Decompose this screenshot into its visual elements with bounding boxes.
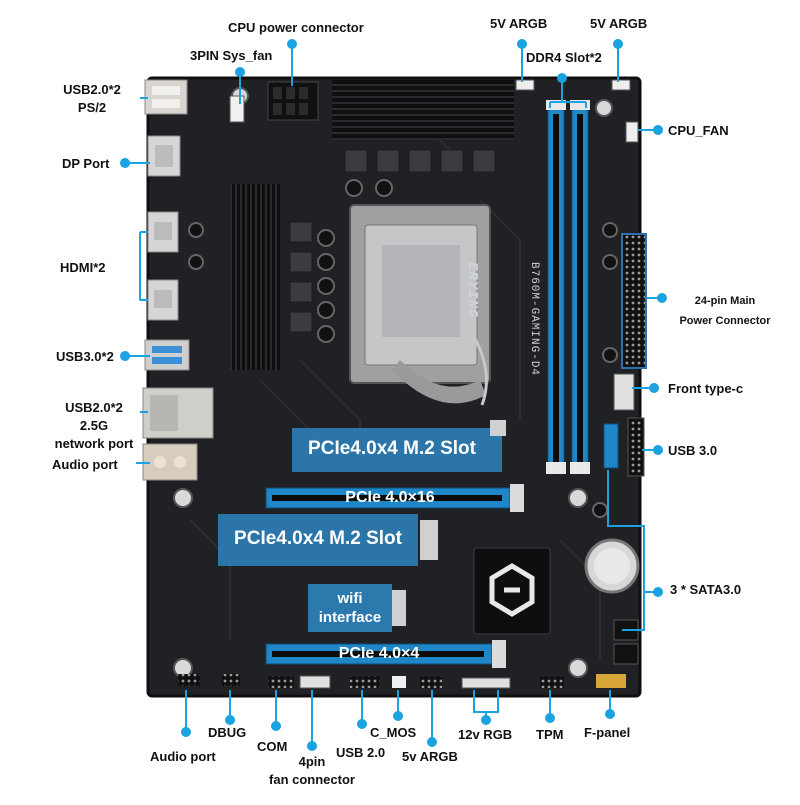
label-usb30-header: USB 3.0 (668, 443, 718, 458)
label-argb-1: 5V ARGB (490, 16, 548, 31)
label-fan4pin-1: 4pin (298, 754, 326, 769)
label-usb20-lan-1: USB2.0*2 (65, 400, 123, 415)
vrm-heatsink-top (332, 80, 514, 140)
argb-header-top-1 (515, 79, 535, 91)
label-fan4pin-2: fan connector (269, 772, 355, 787)
usb20-ps2-port (144, 79, 188, 115)
usb30-port (144, 339, 190, 371)
usb30-header (627, 417, 645, 477)
label-cpu-fan: CPU_FAN (668, 123, 729, 138)
sata-port-3 (613, 643, 639, 665)
wifi-label-1: wifi (337, 590, 363, 607)
callout-dots (120, 39, 667, 751)
label-main-power-1: 24-pin Main (694, 295, 756, 307)
label-tpm: TPM (536, 727, 564, 742)
label-cpu-power: CPU power connector (228, 20, 364, 35)
atx-24pin-connector (621, 233, 647, 369)
cpu-fan-header (625, 121, 639, 143)
capacitors (188, 179, 618, 518)
label-rgb-12v: 12v RGB (458, 727, 513, 742)
wifi-label-2: interface (318, 609, 382, 626)
pcie-x4-label: PCIe 4.0×4 (338, 645, 420, 662)
label-usb20-lan-3: network port (54, 436, 134, 451)
rear-io (142, 79, 214, 481)
audio-port (142, 443, 198, 481)
label-main-power-2: Power Connector (679, 315, 771, 327)
label-audio-port-bottom: Audio port (150, 749, 216, 764)
label-audio-port-rear: Audio port (52, 457, 118, 472)
front-typec-header (613, 373, 635, 411)
board-brand: ERYING (464, 262, 480, 319)
label-sys-fan: 3PIN Sys_fan (190, 48, 273, 63)
m2-top-label: PCIe4.0x4 M.2 Slot (308, 438, 476, 459)
label-com: COM (257, 739, 288, 754)
label-hdmi: HDMI*2 (60, 260, 106, 275)
m2-mid-label: PCIe4.0x4 M.2 Slot (234, 528, 402, 549)
ddr4-slots (546, 100, 590, 474)
label-ddr4: DDR4 Slot*2 (526, 50, 602, 65)
label-usb20-ps2-1: USB2.0*2 (63, 82, 121, 97)
m2-slot-mid (218, 514, 418, 566)
label-fpanel: F-panel (584, 725, 631, 740)
wifi-interface-slot (308, 584, 392, 632)
callout-lines (125, 44, 660, 744)
sata-port-1 (603, 423, 619, 469)
mounting-holes (173, 87, 613, 678)
label-usb30-rear: USB3.0*2 (56, 349, 114, 364)
label-dbug: DBUG (208, 725, 247, 740)
label-front-typec: Front type-c (668, 381, 744, 396)
label-sata: 3 * SATA3.0 (670, 582, 742, 597)
pcie-x16-label: PCIe 4.0×16 (345, 489, 435, 506)
bottom-headers (178, 674, 626, 689)
board-model: B760M-GAMING-D4 (528, 262, 540, 377)
label-cmos: C_MOS (370, 725, 417, 740)
sys-fan-header (229, 95, 245, 123)
vrm-chokes (289, 149, 496, 333)
vrm-heatsink-left (230, 184, 280, 370)
label-usb20-lan-2: 2.5G (79, 418, 109, 433)
label-usb20-ps2-2: PS/2 (77, 100, 107, 115)
label-dp-port: DP Port (62, 156, 110, 171)
argb-header-top-2 (611, 79, 631, 91)
label-usb20-header: USB 2.0 (336, 745, 386, 760)
m2-slot-top (292, 428, 502, 472)
label-argb-bottom: 5v ARGB (402, 749, 458, 764)
label-argb-2: 5V ARGB (590, 16, 648, 31)
